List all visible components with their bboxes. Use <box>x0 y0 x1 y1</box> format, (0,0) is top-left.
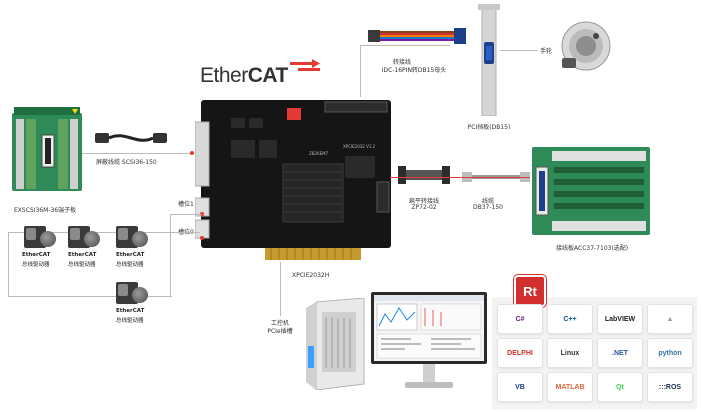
tile-qt: Qt <box>597 372 643 402</box>
connection-dot <box>190 151 194 155</box>
tile-unity: ▲ <box>647 304 693 334</box>
servo-motor-4 <box>132 287 148 303</box>
handwheel-icon <box>558 18 614 74</box>
bus-line-top <box>8 232 200 233</box>
tile-labview-label: LabVIEW <box>604 315 636 323</box>
drive-1-label: 总线驱动器 <box>22 262 50 268</box>
drive-3-label: 总线驱动器 <box>116 262 144 268</box>
slot1-dot <box>200 212 204 216</box>
ethercat-ether: Ether <box>200 64 248 87</box>
tile-matlab: MATLAB <box>547 372 593 402</box>
servo-drive-3-cap <box>118 228 128 240</box>
servo-drive-2-cap <box>70 228 80 240</box>
tile-dotnet-label: .NET <box>612 349 628 357</box>
idc-cable-sublabel: IDC-16PIN转DB15母头 <box>381 67 447 74</box>
servo-motor-1 <box>40 231 56 247</box>
idc-cable-label: 转接线 <box>392 59 412 66</box>
tile-labview: LabVIEW <box>597 304 643 334</box>
pcie-card: ZB26EM7 XPCIE2032 V1.2 <box>194 96 391 260</box>
bus-line-vertical <box>170 214 171 296</box>
terminal-board-left-label: EXSCSI36M-36端子板 <box>14 207 77 214</box>
servo-motor-2 <box>84 231 100 247</box>
drive-4-brand: EtherCAT <box>116 308 145 314</box>
tile-vb-label: VB <box>515 383 525 391</box>
tile-cpp: C++ <box>547 304 593 334</box>
tile-vb: VB <box>497 372 543 402</box>
db37-line <box>390 177 530 178</box>
drive-4-label: 总线驱动器 <box>116 318 144 324</box>
flat-ribbon-cable <box>398 164 450 186</box>
tile-matlab-label: MATLAB <box>555 383 585 391</box>
tile-qt-label: Qt <box>616 383 624 391</box>
servo-drive-4-cap <box>118 284 128 296</box>
drive-2-brand: EtherCAT <box>68 252 97 258</box>
db37-cable-label: 线缆 <box>481 198 495 205</box>
board-chip-text: ZB26EM7 <box>309 151 329 156</box>
scsi-cable-label: 屏蔽线缆 SCSI36-150 <box>96 159 157 166</box>
tile-delphi-label: DELPHI <box>507 349 533 357</box>
handwheel-label: 手轮 <box>540 48 553 55</box>
ethercat-arrow-icon <box>290 59 320 78</box>
tile-ros-label: :::ROS <box>658 383 682 391</box>
tile-csharp: C# <box>497 304 543 334</box>
drive-3-brand: EtherCAT <box>116 252 145 258</box>
slot1-label: 槽位1 <box>178 201 194 208</box>
idc-line-v <box>360 45 361 97</box>
tile-python-label: python <box>658 349 682 357</box>
idc-ribbon-cable <box>368 24 466 48</box>
flat-cable-sublabel: ZP72-02 <box>411 204 437 211</box>
slot0-dot <box>200 236 204 240</box>
terminal-board-right <box>532 147 650 235</box>
ipc-line <box>280 262 281 316</box>
terminal-board-left <box>12 107 82 197</box>
bus-line-left <box>8 232 9 296</box>
bus-line-slot1 <box>170 214 202 215</box>
tile-unity-label: ▲ <box>666 315 674 323</box>
card-name-label: XPCIE2032H <box>292 272 330 279</box>
terminal-board-right-label: 接线板ACC37-7103(选配) <box>556 245 629 252</box>
rt-logo: Rt <box>514 275 546 307</box>
pci-bracket-label: PCI挡板(DB15) <box>467 124 511 131</box>
tile-python: python <box>647 338 693 368</box>
monitor <box>371 292 487 392</box>
tile-cpp-label: C++ <box>563 315 577 323</box>
ethercat-cat: CAT <box>247 64 289 87</box>
tile-linux-label: Linux <box>560 349 580 357</box>
tile-dotnet: .NET <box>597 338 643 368</box>
drive-1-brand: EtherCAT <box>22 252 51 258</box>
ethercat-logo: EtherCAT <box>200 64 288 88</box>
tile-delphi: DELPHI <box>497 338 543 368</box>
scsi-cable <box>95 128 167 148</box>
drive-2-label: 总线驱动器 <box>68 262 96 268</box>
ipc-sublabel: PCIe插槽 <box>267 328 293 335</box>
idc-line-h <box>360 45 450 46</box>
handwheel-line <box>500 50 538 51</box>
db37-cable-sublabel: DB37-150 <box>473 204 503 211</box>
bus-line-bottom <box>8 296 172 297</box>
tile-linux: Linux <box>547 338 593 368</box>
servo-motor-3 <box>132 231 148 247</box>
board-model-text: XPCIE2032 V1.2 <box>343 144 376 149</box>
servo-drive-1-cap <box>26 228 36 240</box>
rt-logo-text: Rt <box>523 283 537 299</box>
pci-bracket <box>478 3 500 117</box>
industrial-pc <box>306 297 366 391</box>
flat-cable-label: 扁平转接线 <box>408 198 440 205</box>
connector-line <box>82 153 194 154</box>
ipc-label: 工控机 <box>270 320 290 327</box>
tile-ros: :::ROS <box>647 372 693 402</box>
tile-csharp-label: C# <box>515 315 525 323</box>
